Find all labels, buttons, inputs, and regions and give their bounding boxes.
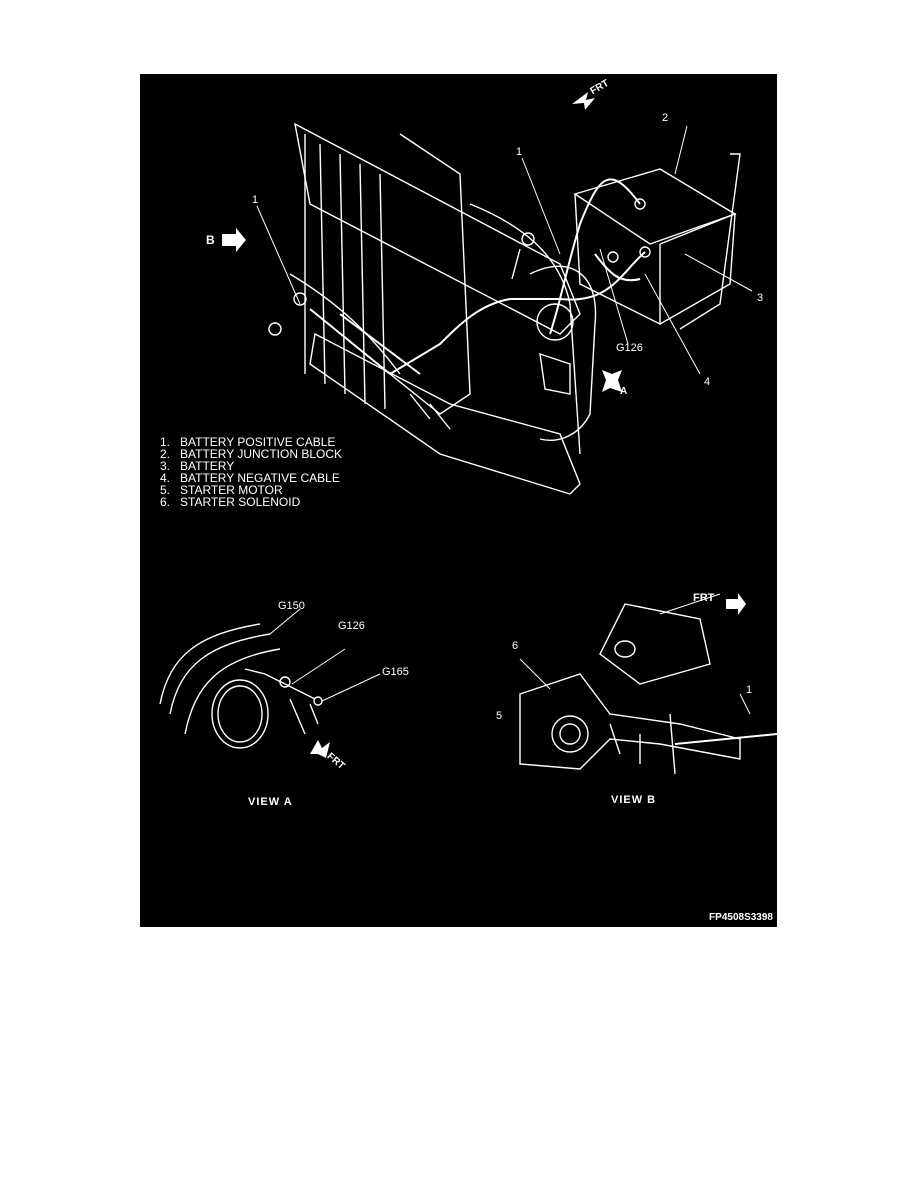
legend: 1.BATTERY POSITIVE CABLE 2.BATTERY JUNCT… <box>160 436 342 508</box>
legend-item: 6.STARTER SOLENOID <box>160 495 301 509</box>
view-a-title: VIEW A <box>248 796 293 808</box>
view-b-arrow-label: B <box>206 233 215 247</box>
callout-6: 6 <box>512 640 519 652</box>
battery <box>573 153 741 330</box>
callout-3: 3 <box>757 292 764 304</box>
view-b-title: VIEW B <box>611 794 657 806</box>
diagram-drawing <box>159 92 777 775</box>
radiator-support <box>289 122 581 495</box>
callout-g126-main: G126 <box>616 342 643 354</box>
callout-1-left: 1 <box>252 194 259 206</box>
view-a-arrow-label: A <box>620 386 628 397</box>
callout-g150: G150 <box>278 600 305 612</box>
legend-item: 4.BATTERY NEGATIVE CABLE <box>160 471 340 485</box>
legend-item: 1.BATTERY POSITIVE CABLE <box>160 435 336 449</box>
callout-4: 4 <box>704 376 711 388</box>
frt-label-view-b: FRT <box>693 592 715 604</box>
view-a-drawing <box>159 608 381 758</box>
view-b-drawing <box>519 593 777 775</box>
view-b-arrow <box>222 228 246 252</box>
view-a-arrow <box>602 370 622 392</box>
callout-1-center: 1 <box>516 146 523 158</box>
callout-2: 2 <box>662 112 669 124</box>
inner-fender <box>529 265 597 441</box>
callout-5: 5 <box>496 710 503 722</box>
figure-id: FP4508S3398 <box>709 912 773 923</box>
legend-item: 5.STARTER MOTOR <box>160 483 283 497</box>
frt-arrow-top <box>572 92 595 110</box>
callout-1-view-b: 1 <box>746 684 753 696</box>
fasteners <box>268 232 619 336</box>
callout-g165: G165 <box>382 666 409 678</box>
cables <box>309 178 646 375</box>
callout-g126-view-a: G126 <box>338 620 365 632</box>
legend-item: 2.BATTERY JUNCTION BLOCK <box>160 447 343 461</box>
diagram-panel: 1 1 2 3 4 G126 B A FRT 1.BATTERY POSITIV… <box>140 74 777 927</box>
leader-lines <box>256 125 753 375</box>
legend-item: 3.BATTERY <box>160 459 235 473</box>
